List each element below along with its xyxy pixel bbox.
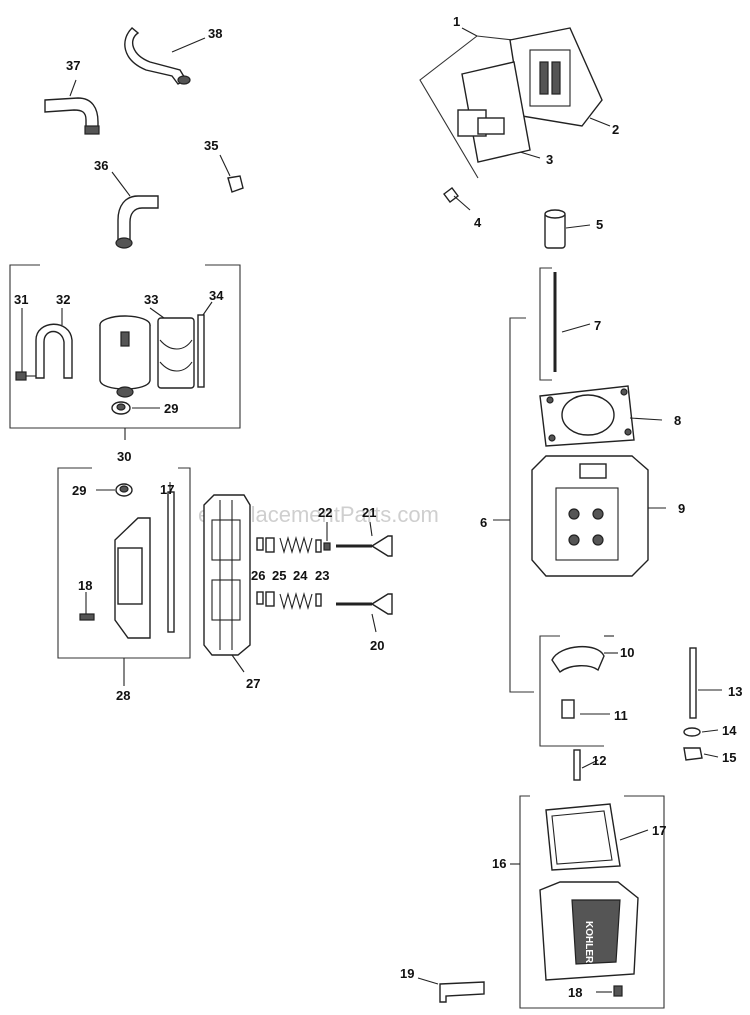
callout-29-upper: 29 (164, 401, 178, 416)
valve-part-20 (336, 593, 393, 633)
screw-part-18-right (596, 985, 623, 997)
callout-5: 5 (596, 217, 603, 232)
cap-part-22 (323, 522, 331, 551)
cylinder-head-part-27 (203, 494, 251, 673)
pivot-part-11 (561, 699, 610, 719)
callout-13: 13 (728, 684, 742, 699)
callout-18-left: 18 (78, 578, 92, 593)
callout-26: 26 (251, 568, 265, 583)
head-assembly-frame-6 (493, 317, 534, 693)
screw-part-4 (443, 187, 471, 211)
valve-cover-body: KOHLER (539, 881, 639, 981)
gasket-part-17-right (545, 803, 649, 871)
callout-31: 31 (14, 292, 28, 307)
callout-8: 8 (674, 413, 681, 428)
cover-brand-lettering: KOHLER (583, 921, 594, 964)
callout-35: 35 (204, 138, 218, 153)
nut-part-15 (683, 747, 719, 761)
callout-15: 15 (722, 750, 736, 765)
callout-11: 11 (614, 708, 628, 723)
grommet-part-29-lower (96, 483, 133, 497)
pushrod-tube-part-5 (544, 209, 591, 249)
breather-assembly-frame-30 (9, 264, 241, 440)
callout-16: 16 (492, 856, 506, 871)
callout-21: 21 (362, 505, 376, 520)
stud-part-13 (689, 647, 722, 719)
callout-1: 1 (453, 14, 460, 29)
seal-part-23 (315, 539, 322, 607)
clamp-part-32 (35, 308, 73, 379)
retainer-part-25 (265, 537, 275, 607)
rocker-arm-part-10 (551, 645, 618, 674)
callout-19: 19 (400, 966, 414, 981)
callout-37: 37 (66, 58, 80, 73)
callout-12: 12 (592, 753, 606, 768)
callout-17-left: 17 (160, 482, 174, 497)
valve-part-21 (336, 521, 393, 557)
bolt-part-12 (573, 749, 599, 781)
hose-part-37 (44, 79, 100, 135)
bracket-part-19 (417, 977, 485, 1003)
callout-23: 23 (315, 568, 329, 583)
valve-cover-frame-16 (510, 795, 665, 1009)
callout-33: 33 (144, 292, 158, 307)
callout-38: 38 (208, 26, 222, 41)
callout-32: 32 (56, 292, 70, 307)
callout-29-lower: 29 (72, 483, 86, 498)
cover-plate-part-2 (509, 27, 611, 127)
callout-2: 2 (612, 122, 619, 137)
callout-17-right: 17 (652, 823, 666, 838)
callout-24: 24 (293, 568, 308, 583)
callout-9: 9 (678, 501, 685, 516)
callout-34: 34 (209, 288, 224, 303)
filter-part-33 (149, 307, 195, 389)
callout-28: 28 (116, 688, 130, 703)
callout-18-right: 18 (568, 985, 582, 1000)
washer-part-14 (683, 727, 719, 737)
callout-22: 22 (318, 505, 332, 520)
keeper-part-26 (256, 537, 264, 605)
breather-cover-plate (114, 517, 151, 639)
callout-20: 20 (370, 638, 384, 653)
callout-30: 30 (117, 449, 131, 464)
screw-part-18-left (79, 592, 95, 621)
cover-assembly-frame-28 (57, 467, 191, 686)
breather-body (99, 315, 151, 398)
callout-10: 10 (620, 645, 634, 660)
callout-25: 25 (272, 568, 286, 583)
gasket-part-17-left (167, 482, 175, 633)
rocker-frame (539, 635, 614, 747)
callout-7: 7 (594, 318, 601, 333)
spring-part-24 (279, 535, 313, 611)
callout-14: 14 (722, 723, 737, 738)
cylinder-head-part-9 (531, 455, 666, 577)
callout-6: 6 (480, 515, 487, 530)
hose-part-36 (111, 171, 159, 249)
head-gasket-part-8 (539, 385, 663, 447)
callout-27: 27 (246, 676, 260, 691)
grommet-part-29-upper (111, 401, 160, 415)
gasket-part-34 (197, 301, 213, 388)
callout-labels: 1 2 3 4 5 6 7 8 9 10 11 12 13 14 15 16 1… (14, 14, 742, 1000)
callout-4: 4 (474, 215, 482, 230)
callout-36: 36 (94, 158, 108, 173)
screw-part-31 (15, 308, 38, 381)
callout-3: 3 (546, 152, 553, 167)
gasket-part-3 (457, 61, 541, 163)
pushrod-frame-7 (539, 267, 591, 381)
fitting-part-35 (219, 154, 244, 193)
hose-part-38 (124, 27, 206, 85)
